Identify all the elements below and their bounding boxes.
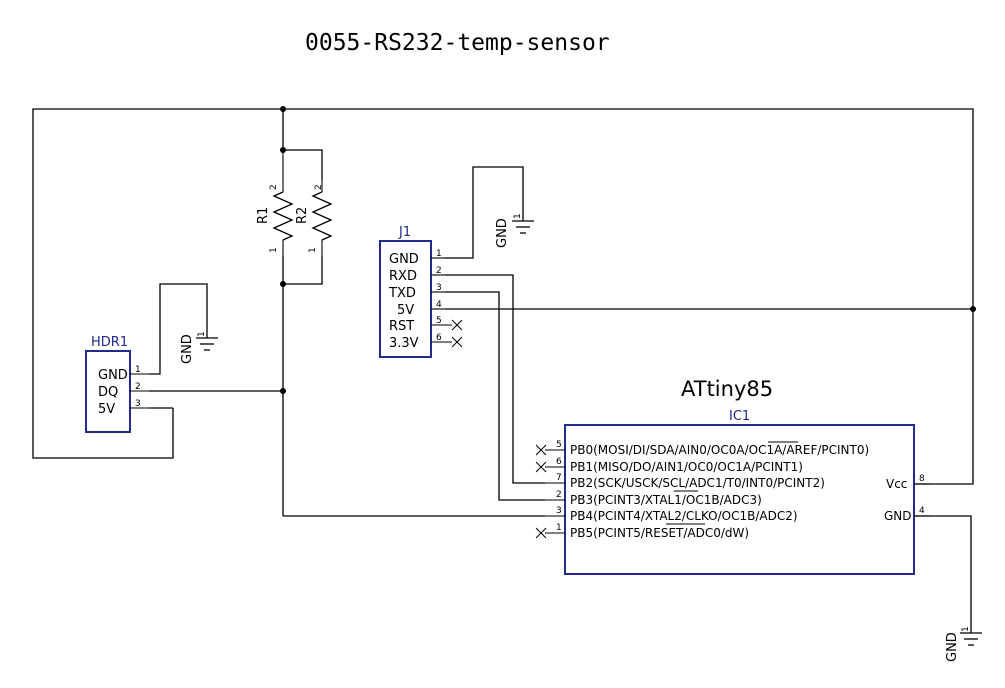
wire-txd (445, 291, 545, 501)
no-connect-mark (535, 527, 547, 539)
j1-pin-number: 2 (436, 266, 442, 276)
j1-pin-label: 5V (397, 303, 414, 318)
r1-ref: R1 (256, 207, 271, 224)
j1-pin-label: GND (389, 252, 419, 267)
ic1-pin-number: 2 (556, 490, 562, 500)
ic1-pin-label: PB1(MISO/DO/AIN1/OC0/OC1A/PCINT1) (570, 460, 803, 474)
ic1-pin-number: 7 (556, 473, 562, 483)
r1-pin1-number: 1 (269, 247, 279, 253)
sheet-title: 0055-RS232-temp-sensor (305, 30, 610, 56)
ic1-pin-label: PB0(MOSI/DI/SDA/AIN0/OC0A/OC1A/AREF/PCIN… (570, 443, 869, 457)
r2-ref: R2 (295, 207, 310, 224)
hdr1-pin-label: DQ (98, 385, 118, 400)
gnd-label: GND (180, 334, 195, 364)
ic1-pin-label: PB4(PCINT4/XTAL2/CLKO/OC1B/ADC2) (570, 509, 798, 523)
gnd-symbol-j1: 1 GND (495, 213, 534, 248)
j1-pin-number: 5 (436, 316, 442, 326)
wire-res-top-bridge (283, 149, 323, 180)
no-connect-mark (451, 336, 463, 348)
r2-pin1-number: 1 (308, 247, 318, 253)
ic1-pin-label: PB3(PCINT3/XTAL1/OC1B/ADC3) (570, 493, 762, 507)
connector-j1: J1 GND RXD TXD 5V RST 3.3V 1 2 3 4 5 6 (379, 225, 463, 358)
hdr1-pin-label: 5V (98, 402, 115, 417)
wire-hdr1-gnd (149, 283, 208, 375)
j1-pin-label: RST (389, 319, 414, 334)
resistor-r1: 2 1 R1 (256, 150, 294, 256)
wire-res-bottom-bridge (283, 256, 323, 285)
ic-ic1: ATtiny85 IC1 5 6 7 2 3 1 PB0(MOSI/DI/SDA… (535, 377, 930, 575)
j1-pin-number: 6 (436, 333, 442, 343)
j1-pin-label: RXD (389, 269, 417, 284)
junction-dot (280, 281, 286, 287)
ic1-pin-number: 6 (556, 457, 562, 467)
ic1-value: ATtiny85 (681, 377, 773, 401)
hdr1-pin-number: 3 (135, 399, 141, 409)
hdr1-pin-label: GND (98, 368, 128, 383)
resistor-r2: 2 1 R2 (295, 180, 333, 256)
wire-5v-rail (32, 108, 974, 485)
j1-ref: J1 (398, 225, 411, 240)
gnd-label: GND (945, 632, 960, 662)
r1-pin2-number: 2 (269, 184, 279, 190)
wire-ic-gnd (914, 515, 972, 633)
gnd-symbol-hdr1: 1 GND (180, 331, 218, 364)
ic1-pin-number: 3 (556, 506, 562, 516)
wire-j1-gnd (445, 166, 524, 259)
gnd-pin-number: 1 (513, 213, 523, 219)
junction-dot (280, 106, 286, 112)
junctions (280, 106, 976, 394)
j1-pin-label: 3.3V (389, 336, 419, 351)
gnd-label: GND (495, 218, 510, 248)
r2-pin2-number: 2 (314, 184, 324, 190)
ic1-pin-label: PB2(SCK/USCK/SCL/ADC1/T0/INT0/PCINT2) (570, 476, 825, 490)
no-connect-mark (535, 444, 547, 456)
wires (32, 108, 974, 633)
gnd-pin-number: 1 (197, 331, 207, 337)
gnd-symbol-ic1: 1 GND (945, 626, 982, 662)
ic1-pin-number: 8 (919, 474, 925, 484)
junction-dot (280, 388, 286, 394)
hdr1-pin-number: 2 (135, 382, 141, 392)
ic1-pin-number: 5 (556, 440, 562, 450)
ic1-pin-number: 1 (556, 523, 562, 533)
j1-pin-label: TXD (388, 286, 416, 301)
header-hdr1: HDR1 GND DQ 5V 1 2 3 (85, 335, 149, 433)
wire-rxd (445, 274, 545, 484)
no-connect-mark (451, 319, 463, 331)
gnd-pin-number: 1 (961, 626, 971, 632)
hdr1-pin-number: 1 (135, 365, 141, 375)
junction-dot (970, 306, 976, 312)
ic1-ref: IC1 (729, 409, 750, 424)
ic1-pin-label: GND (884, 509, 912, 523)
j1-pin-number: 3 (436, 283, 442, 293)
ic1-pin-label: Vcc (886, 477, 907, 491)
hdr1-ref: HDR1 (91, 335, 128, 350)
j1-pin-number: 1 (436, 249, 442, 259)
j1-pin-number: 4 (436, 300, 442, 310)
no-connect-mark (535, 461, 547, 473)
ic1-pin-label: PB5(PCINT5/RESET/ADC0/dW) (570, 526, 749, 540)
ic1-pin-number: 4 (919, 506, 925, 516)
j1-body (379, 240, 432, 358)
